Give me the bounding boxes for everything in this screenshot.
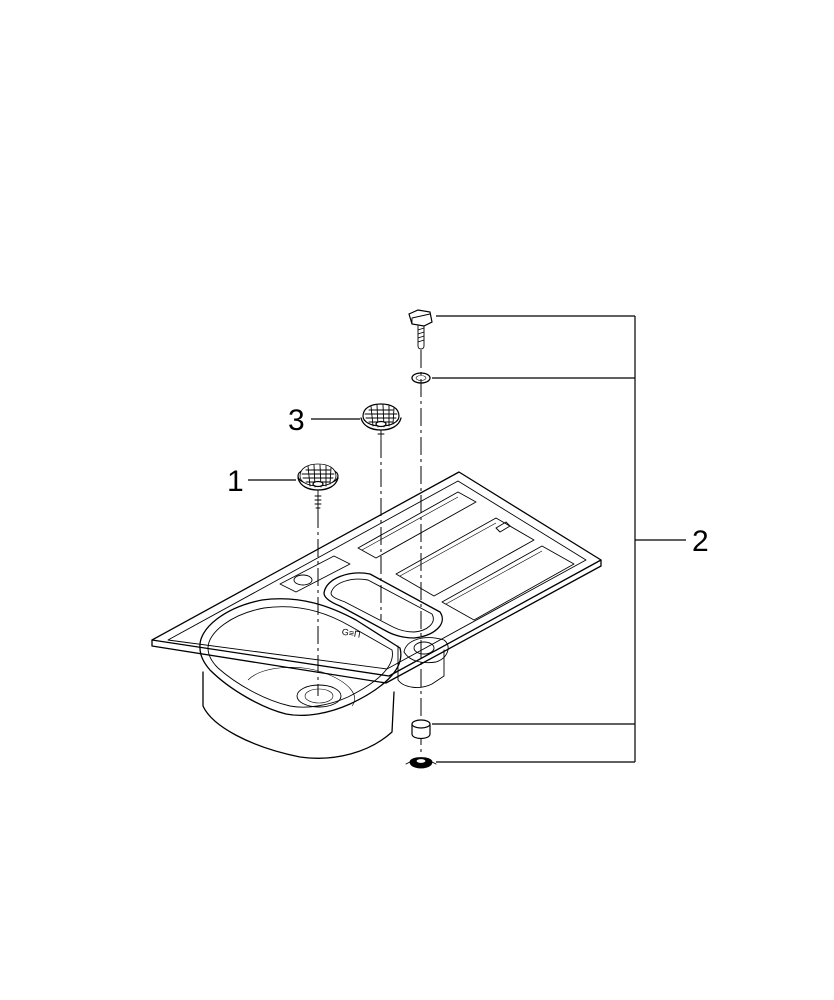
callout-label-2: 2 [692,525,709,558]
nut-icon [405,757,437,769]
basket-strainer-icon [360,403,402,441]
washer-icon [411,372,431,384]
washer-icon [411,719,431,740]
svg-text:G≡Π: G≡Π [341,627,361,640]
basket-strainer-icon [297,463,339,511]
kitchen-sink-icon: G≡Π [151,471,602,759]
callout-label-3: 3 [288,404,305,437]
bracket-2 [432,315,686,763]
mounting-screw-icon [408,309,433,350]
callout-label-1: 1 [227,465,244,498]
